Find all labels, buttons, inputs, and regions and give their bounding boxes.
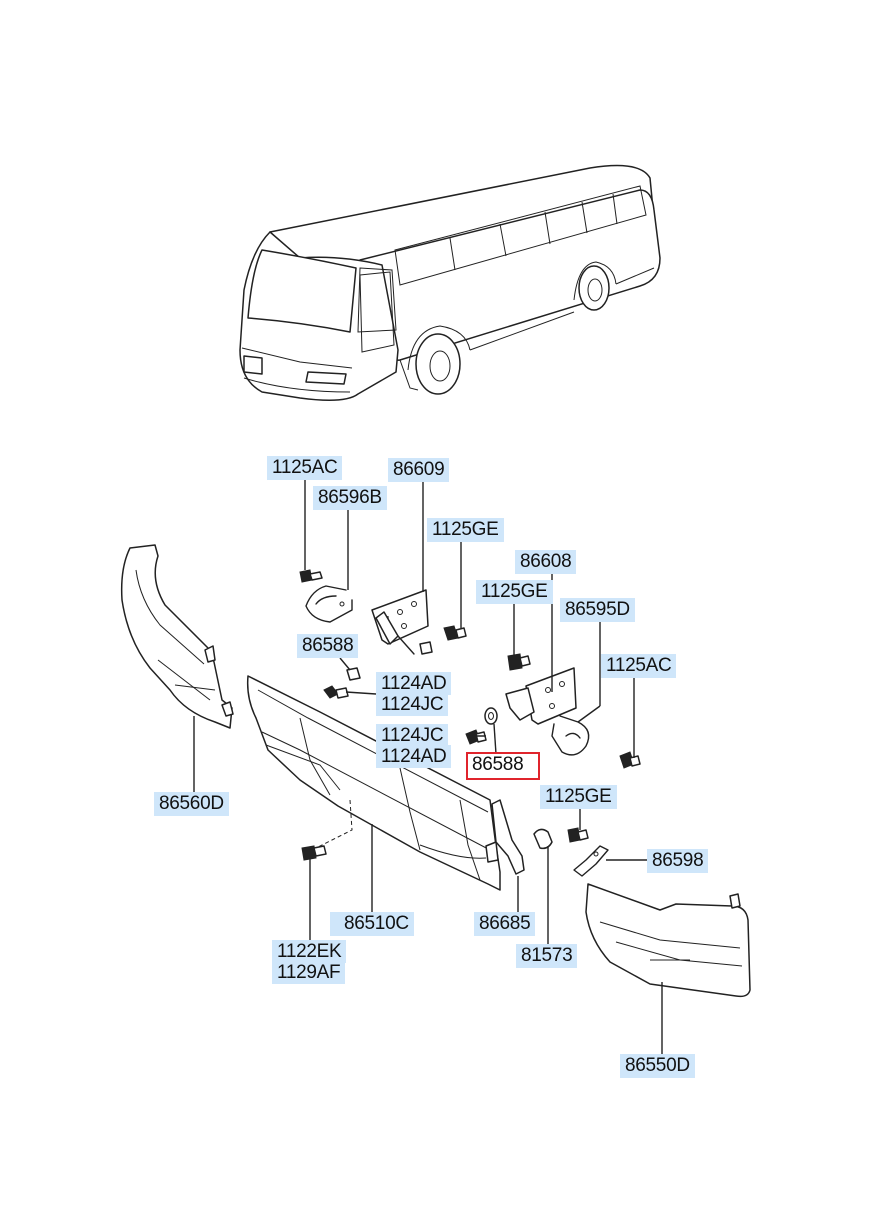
part-label-1125AC-left[interactable]: 1125AC (267, 456, 343, 480)
part-label-1125GE-top[interactable]: 1125GE (427, 518, 504, 542)
part-label-1124JC-top[interactable]: 1124JC (376, 693, 449, 716)
bracket-86608-drawing (465, 653, 641, 769)
bumper-end-left-drawing (120, 544, 234, 729)
part-label-1124AD-top[interactable]: 1124AD (376, 672, 452, 695)
part-label-1129AF[interactable]: 1129AF (272, 961, 346, 984)
bumper-end-right-drawing (585, 883, 751, 998)
part-label-86598[interactable]: 86598 (647, 849, 709, 873)
small-parts-drawing (301, 799, 609, 877)
center-bumper-drawing (246, 675, 501, 891)
part-label-1125AC-right[interactable]: 1125AC (601, 654, 677, 678)
part-label-86595D[interactable]: 86595D (560, 598, 635, 622)
part-label-86560D[interactable]: 86560D (154, 792, 229, 816)
part-label-1125GE-low[interactable]: 1125GE (540, 785, 617, 809)
part-label-86588-selected[interactable]: 86588 (466, 752, 540, 780)
part-label-86550D[interactable]: 86550D (620, 1054, 695, 1078)
part-label-86588-left[interactable]: 86588 (297, 634, 359, 658)
part-label-1124JC-bottom[interactable]: 1124JC (376, 724, 449, 747)
part-label-86596B[interactable]: 86596B (313, 486, 387, 510)
bus-illustration (239, 164, 661, 401)
part-label-86608[interactable]: 86608 (515, 550, 577, 574)
part-label-1125GE-mid[interactable]: 1125GE (476, 580, 553, 604)
part-label-86685[interactable]: 86685 (474, 912, 536, 936)
part-label-86510C[interactable]: 86510C (330, 912, 414, 936)
part-label-1124AD-bottom[interactable]: 1124AD (376, 745, 452, 768)
bracket-86609-drawing (299, 569, 467, 699)
part-label-1122EK[interactable]: 1122EK (272, 940, 347, 963)
leader-lines (193, 480, 663, 1054)
part-label-81573[interactable]: 81573 (516, 944, 578, 968)
part-label-86609[interactable]: 86609 (388, 458, 450, 482)
